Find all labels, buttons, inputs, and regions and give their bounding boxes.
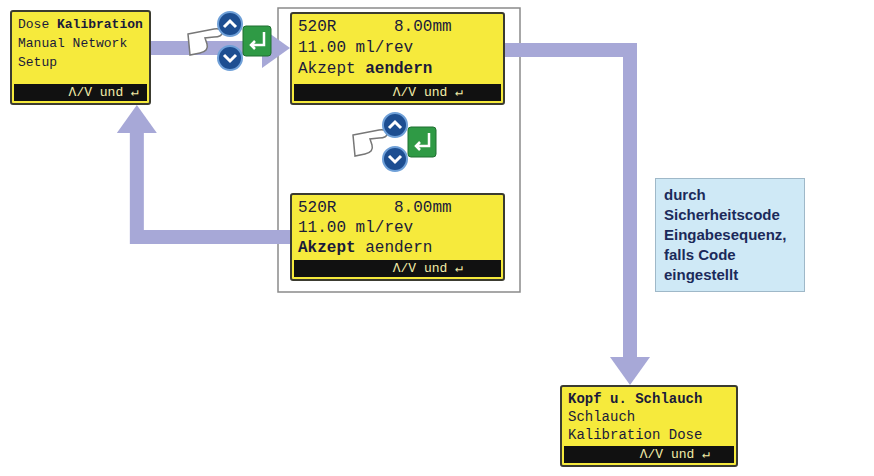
screen-lines: Dose KalibrationManual NetworkSetup: [12, 12, 149, 74]
screen-row: 520R 8.00mm: [298, 17, 497, 38]
menu-text: Manual Network: [18, 34, 127, 53]
arrow-head: [610, 357, 650, 385]
group-frame: [278, 8, 520, 292]
screen-row: Kopf u. Schlauch: [568, 390, 730, 408]
keypad-symbol: [188, 12, 271, 70]
menu-text: Kopf u. Schlauch: [568, 390, 702, 408]
flow-arrow: [151, 28, 290, 68]
screen-row: Schlauch: [568, 408, 730, 426]
down-chevron: [224, 55, 236, 61]
screen-row: Akzept aendern: [298, 238, 497, 258]
enter-button: [408, 127, 436, 157]
flow-arrow: [117, 105, 290, 237]
screen-row: Kalibration Dose: [568, 426, 730, 444]
menu-text: 520R: [298, 198, 336, 218]
menu-text: aendern: [365, 59, 432, 80]
lcd-screen: 520R 8.00mm11.00 ml/revAkzept aendernΛ/V u…: [290, 12, 505, 105]
enter-button: [243, 26, 271, 56]
flow-arrow: [505, 50, 650, 385]
down-chevron: [389, 156, 401, 162]
softkey-bar: Λ/V und ↵: [294, 260, 501, 277]
edge-label: durch Sicherheitscode Eingabesequenz, fa…: [655, 178, 805, 292]
menu-text: Schlauch: [568, 408, 635, 426]
screen-lines: 520R 8.00mm11.00 ml/revAkzept aendern: [292, 195, 503, 260]
screen-row: Setup: [18, 53, 143, 72]
menu-text: 8.00mm: [394, 198, 452, 218]
up-button: [383, 113, 407, 137]
screen-row: Manual Network: [18, 34, 143, 53]
arrow-shaft: [505, 50, 630, 359]
menu-text: Akzept: [298, 238, 356, 258]
softkey-bar: Λ/V und ↵: [14, 84, 147, 101]
menu-text: 520R: [298, 17, 336, 38]
menu-text: 11.00 ml/rev: [298, 218, 413, 238]
menu-text: Setup: [18, 53, 57, 72]
screen-lines: 520R 8.00mm11.00 ml/revAkzept aendern: [292, 14, 503, 82]
menu-text: aendern: [365, 238, 432, 258]
menu-text: Kalibration: [57, 15, 143, 34]
arrow-shaft: [151, 41, 264, 55]
down-button: [218, 46, 242, 70]
menu-text: 8.00mm: [394, 17, 452, 38]
hand-symbol: [188, 29, 222, 55]
enter-symbol: [251, 32, 264, 49]
screen-row: Akzept aendern: [298, 59, 497, 80]
softkey-bar: Λ/V und ↵: [564, 446, 734, 463]
menu-text: 11.00 ml/rev: [298, 38, 413, 59]
down-button: [383, 147, 407, 171]
arrow-head: [262, 28, 290, 68]
menu-text: Kalibration Dose: [568, 426, 702, 444]
keypad-symbol: [353, 113, 436, 171]
up-chevron: [224, 21, 236, 27]
menu-text: Akzept: [298, 59, 356, 80]
arrow-shaft: [137, 131, 290, 237]
lcd-screen: 520R 8.00mm11.00 ml/revAkzept aendernΛ/V u…: [290, 193, 505, 281]
screen-lines: Kopf u. SchlauchSchlauchKalibration Dose: [562, 387, 736, 446]
screen-row: 11.00 ml/rev: [298, 218, 497, 238]
lcd-screen: Kopf u. SchlauchSchlauchKalibration Dose…: [560, 385, 738, 467]
enter-symbol: [416, 133, 429, 150]
up-chevron: [389, 122, 401, 128]
menu-text: Dose: [18, 15, 49, 34]
softkey-bar: Λ/V und ↵: [294, 84, 501, 101]
hand-symbol: [353, 130, 387, 156]
up-button: [218, 12, 242, 36]
screen-row: 520R 8.00mm: [298, 198, 497, 218]
lcd-screen: Dose KalibrationManual NetworkSetupΛ/V un…: [10, 10, 151, 105]
arrow-head: [117, 105, 157, 133]
screen-row: 11.00 ml/rev: [298, 38, 497, 59]
screen-row: Dose Kalibration: [18, 15, 143, 34]
